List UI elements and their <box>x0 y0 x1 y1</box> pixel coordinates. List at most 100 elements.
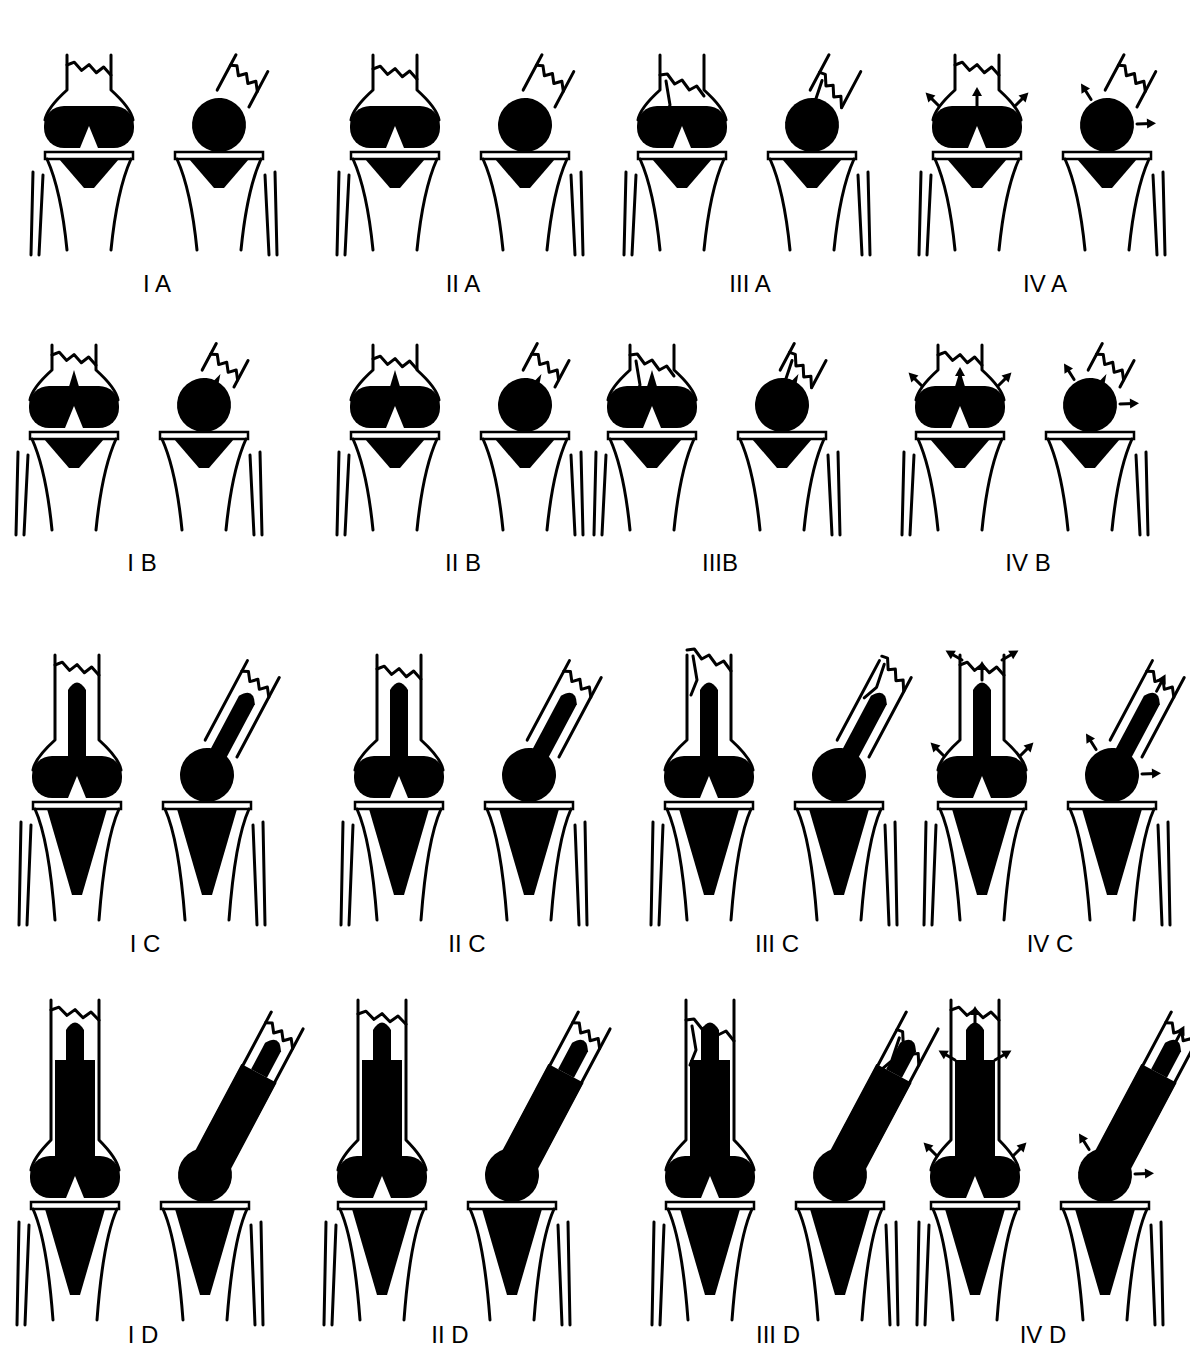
lateral-femur <box>745 339 834 441</box>
femur-outline <box>99 655 121 770</box>
loosening-arrow <box>922 89 943 110</box>
femur-outline <box>338 1000 358 1170</box>
arrow-head <box>972 87 982 96</box>
fracture-line <box>206 352 244 380</box>
fibula-outline <box>602 455 606 535</box>
lateral-view <box>175 51 277 255</box>
fibula-outline <box>660 1225 664 1325</box>
arrow-head <box>1152 768 1161 778</box>
lateral-femur <box>475 1008 618 1212</box>
tibia-outline <box>226 439 246 530</box>
femoral-component <box>937 756 1027 798</box>
femoral-component <box>488 88 561 161</box>
intercondylar-notch <box>700 776 718 798</box>
fibula-outline <box>571 455 575 535</box>
arrow-head <box>943 646 956 659</box>
femoral-component <box>1075 738 1148 811</box>
fibula-outline <box>345 175 349 255</box>
tibial-stem <box>952 809 1012 895</box>
femoral-component <box>182 88 255 161</box>
lateral-femur <box>488 51 581 162</box>
loosening-arrow <box>955 367 965 386</box>
fibula-outline <box>1146 452 1148 535</box>
lateral-femur <box>168 1008 311 1212</box>
femoral-component <box>665 1156 755 1198</box>
fibula-outline <box>651 822 653 925</box>
fibula-outline <box>919 172 921 255</box>
class-label: IIIB <box>702 551 738 575</box>
loosening-arrow <box>1011 89 1032 110</box>
tibia-outline <box>417 439 437 530</box>
loosening-arrow <box>1077 81 1096 102</box>
tibia-outline <box>834 159 854 250</box>
intercondylar-notch <box>973 776 991 798</box>
fracture-line <box>55 662 99 675</box>
femoral-component <box>802 738 875 811</box>
tibia-outline <box>770 159 790 250</box>
loosening-arrow <box>1171 1023 1189 1044</box>
fibula-outline <box>558 1225 562 1325</box>
class-label: I A <box>143 272 171 296</box>
femoral-component <box>168 1138 241 1211</box>
femoral-component <box>29 386 119 428</box>
femur-outline <box>870 1029 938 1157</box>
fibula-outline <box>1168 822 1170 925</box>
tibial-stem <box>495 159 555 188</box>
tibial-stem <box>44 439 104 468</box>
intercondylar-notch <box>80 126 98 148</box>
intercondylar-notch <box>68 776 86 798</box>
fracture-line <box>261 1020 299 1048</box>
lateral-view <box>161 1008 311 1325</box>
femoral-component <box>930 1156 1020 1198</box>
tibia-outline <box>547 439 567 530</box>
tibia-outline <box>982 439 1002 530</box>
tibia-outline <box>740 439 760 530</box>
tibia-outline <box>999 159 1019 250</box>
ap-view <box>337 55 440 255</box>
fibula-outline <box>838 452 840 535</box>
femoral-component <box>932 106 1022 148</box>
ap-view <box>652 1000 755 1325</box>
femur-outline <box>731 655 753 770</box>
tibial-stem <box>369 809 429 895</box>
femoral-component <box>803 1138 876 1211</box>
femur-outline <box>217 55 236 90</box>
arrow-head <box>1077 81 1090 94</box>
loosening-arrow <box>1082 731 1101 752</box>
tibial-stem <box>495 439 555 468</box>
fibula-outline <box>1153 175 1157 255</box>
arrow-head <box>922 89 935 102</box>
tibial-stem <box>1075 1209 1135 1295</box>
tibia-outline <box>483 159 503 250</box>
femur-outline <box>510 1012 578 1140</box>
femur-outline <box>838 1012 906 1140</box>
tibial-stem <box>499 809 559 895</box>
fibula-outline <box>19 822 21 925</box>
intercondylar-notch <box>673 126 691 148</box>
loosening-arrow <box>1060 361 1079 382</box>
fibula-outline <box>927 175 931 255</box>
femur-outline <box>527 661 569 740</box>
tibial-stem <box>365 159 425 188</box>
femoral-augment <box>55 1060 95 1160</box>
loosening-arrow <box>1075 1131 1094 1152</box>
class-label: III A <box>729 272 770 296</box>
arrow-head <box>1002 369 1015 382</box>
tibial-stem <box>622 439 682 468</box>
arrow-head <box>1082 731 1095 744</box>
tibia-outline <box>610 439 630 530</box>
tibial-tray <box>795 802 883 809</box>
lateral-view <box>738 339 840 535</box>
fracture-line <box>864 663 888 700</box>
intercondylar-notch <box>701 1176 719 1198</box>
class-label: III C <box>755 932 799 956</box>
loosening-arrow <box>994 369 1015 390</box>
femoral-stem <box>700 683 718 761</box>
fibula-outline <box>31 172 33 255</box>
femoral-stem <box>66 1023 84 1061</box>
loosening-arrow <box>1016 739 1037 760</box>
fibula-outline <box>1161 1222 1163 1325</box>
femoral-component <box>745 368 818 441</box>
tibial-tray <box>1068 802 1156 809</box>
